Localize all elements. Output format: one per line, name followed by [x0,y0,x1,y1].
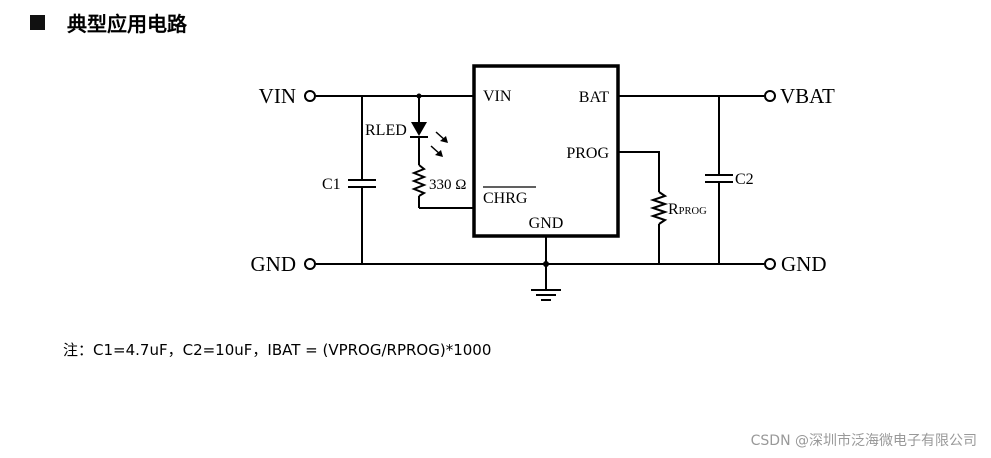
junction-dot [416,93,422,99]
label-gnd-right-terminal: GND [781,252,827,276]
note-prefix: 注： [63,341,94,359]
terminal-vbat [764,90,776,102]
terminal-gnd-left [304,258,316,270]
formula-note: 注：C1=4.7uF，C2=10uF，IBAT = (VPROG/RPROG)*… [63,339,491,360]
terminal-gnd-right [764,258,776,270]
label-rprog-main: R [668,201,679,218]
watermark: CSDN @深圳市泛海微电子有限公司 [750,433,977,449]
ground-icon [531,289,561,301]
junction-dot [543,261,549,267]
resistor-330-icon [411,164,427,197]
pin-label-prog: PROG [566,145,609,162]
capacitor-c1-icon [348,179,376,188]
bullet-square-icon [30,15,45,30]
pin-label-vin: VIN [483,88,512,105]
section-heading: 典型应用电路 [30,8,187,37]
label-vin-terminal: VIN [259,84,296,108]
pin-label-bat: BAT [579,89,609,106]
label-rled: RLED [365,122,407,139]
pin-label-chrg: CHRG [483,190,528,207]
resistor-rprog-icon [649,191,669,225]
label-c2: C2 [735,171,754,188]
note-text: C1=4.7uF，C2=10uF，IBAT = (VPROG/RPROG)*10… [93,341,492,359]
led-icon [410,122,448,157]
pin-label-gnd: GND [529,215,564,232]
terminal-vin [304,90,316,102]
label-rprog: RPROG [668,201,707,218]
label-c1: C1 [322,176,341,193]
label-vbat-terminal: VBAT [780,84,835,108]
label-gnd-left-terminal: GND [251,252,297,276]
wire-prog [618,151,660,192]
charger-ic [472,64,620,238]
label-rprog-sub: PROG [679,206,707,217]
capacitor-c2-icon [705,174,733,183]
label-resistor-value: 330 Ω [429,177,466,193]
section-title: 典型应用电路 [67,12,187,36]
